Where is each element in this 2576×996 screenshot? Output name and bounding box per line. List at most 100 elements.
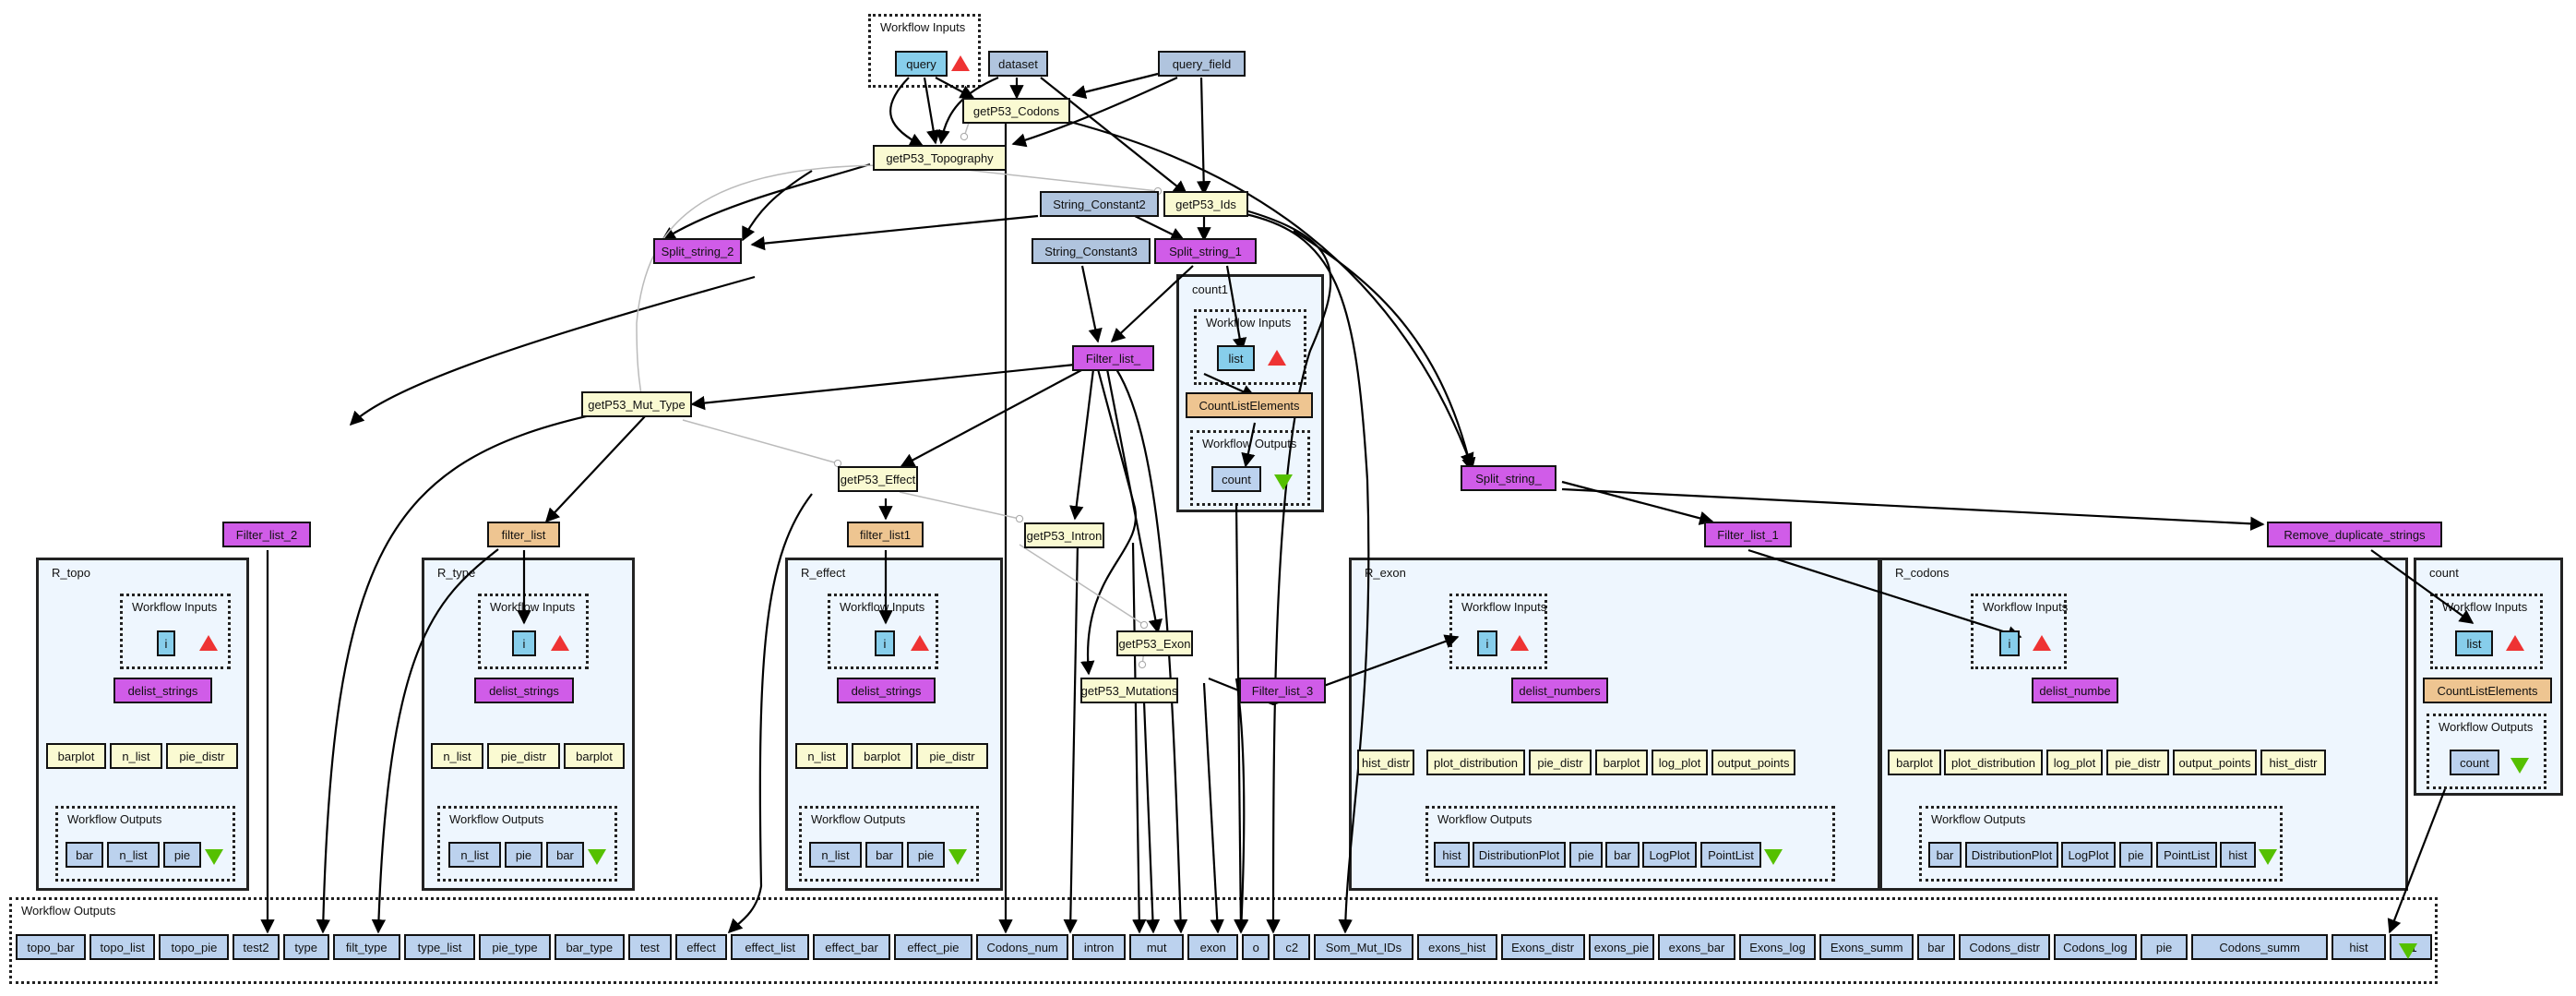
r-exon-proc[interactable]: pie_distr — [1529, 750, 1592, 775]
string-constant-3[interactable]: String_Constant3 — [1032, 238, 1151, 264]
string-constant-2[interactable]: String_Constant2 — [1040, 191, 1159, 217]
workflow-output-port[interactable]: effect — [674, 934, 728, 960]
workflow-output-port[interactable]: Codons_distr — [1959, 934, 2051, 960]
service-getp53-topography[interactable]: getP53_Topography — [873, 145, 1007, 171]
service-getp53-effect[interactable]: getP53_Effect — [838, 466, 918, 492]
workflow-output-port[interactable]: exons_bar — [1658, 934, 1735, 960]
r-exon-proc[interactable]: hist_distr — [1357, 750, 1414, 775]
workflow-output-port[interactable]: topo_list — [89, 934, 156, 960]
r-codons-proc[interactable]: pie_distr — [2106, 750, 2169, 775]
r-type-output[interactable]: pie — [505, 842, 543, 868]
workflow-output-port[interactable]: effect_pie — [893, 934, 972, 960]
workflow-output-port[interactable]: hist — [2331, 934, 2387, 960]
workflow-output-port[interactable]: test2 — [233, 934, 280, 960]
r-codons-output[interactable]: DistributionPlot — [1965, 842, 2058, 868]
r-exon-output[interactable]: bar — [1605, 842, 1640, 868]
r-effect-output[interactable]: n_list — [809, 842, 862, 868]
r-type-input-i[interactable]: i — [512, 630, 536, 656]
r-exon-output[interactable]: pie — [1569, 842, 1603, 868]
workflow-output-port[interactable]: type — [282, 934, 329, 960]
r-topo-proc[interactable]: barplot — [46, 743, 106, 769]
filter-list-2[interactable]: Filter_list_2 — [222, 522, 311, 547]
r-topo-delist-strings[interactable]: delist_strings — [113, 678, 212, 703]
r-effect-output[interactable]: bar — [865, 842, 903, 868]
workflow-output-port[interactable]: test — [627, 934, 672, 960]
split-string-1[interactable]: Split_string_1 — [1154, 238, 1257, 264]
workflow-output-port[interactable]: exons_hist — [1416, 934, 1497, 960]
r-exon-input-i[interactable]: i — [1477, 630, 1497, 656]
r-topo-output[interactable]: n_list — [107, 842, 160, 868]
r-type-proc[interactable]: barplot — [564, 743, 625, 769]
workflow-output-port[interactable]: Codons_log — [2054, 934, 2137, 960]
workflow-output-port[interactable]: pie_type — [479, 934, 551, 960]
service-getp53-codons[interactable]: getP53_Codons — [962, 98, 1070, 124]
r-type-delist-strings[interactable]: delist_strings — [474, 678, 574, 703]
r-codons-output[interactable]: PointList — [2156, 842, 2217, 868]
filter-list-3[interactable]: Filter_list_3 — [1239, 678, 1326, 703]
r-topo-output[interactable]: bar — [66, 842, 103, 868]
workflow-output-port[interactable]: pie — [2140, 934, 2188, 960]
r-type-proc[interactable]: n_list — [431, 743, 483, 769]
r-codons-proc[interactable]: output_points — [2173, 750, 2257, 775]
r-exon-proc[interactable]: output_points — [1711, 750, 1795, 775]
workflow-output-port[interactable]: exons_pie — [1588, 934, 1655, 960]
r-topo-proc[interactable]: pie_distr — [166, 743, 238, 769]
workflow-output-port[interactable]: exon — [1187, 934, 1239, 960]
r-codons-proc[interactable]: hist_distr — [2260, 750, 2326, 775]
r-topo-input-i[interactable]: i — [157, 630, 175, 656]
r-effect-output[interactable]: pie — [907, 842, 945, 868]
workflow-output-port[interactable]: bar_type — [554, 934, 625, 960]
workflow-output-port[interactable]: Codons_num — [975, 934, 1069, 960]
workflow-output-port[interactable]: Som_Mut_IDs — [1313, 934, 1413, 960]
r-type-output[interactable]: n_list — [448, 842, 501, 868]
input-dataset[interactable]: dataset — [988, 51, 1048, 77]
filter-list-1[interactable]: Filter_list_1 — [1704, 522, 1792, 547]
workflow-output-port[interactable]: topo_bar — [16, 934, 86, 960]
r-exon-proc[interactable]: log_plot — [1652, 750, 1708, 775]
workflow-output-port[interactable]: intron — [1072, 934, 1127, 960]
r-codons-delist-numbe[interactable]: delist_numbe — [2032, 678, 2118, 703]
workflow-output-port[interactable]: Exons_log — [1738, 934, 1817, 960]
count-count-list-elements[interactable]: CountListElements — [2423, 678, 2552, 703]
service-getp53-intron[interactable]: getP53_Intron — [1024, 522, 1104, 548]
split-string[interactable]: Split_string_ — [1461, 465, 1556, 491]
service-getp53-mut-type[interactable]: getP53_Mut_Type — [581, 391, 692, 417]
r-codons-output[interactable]: hist — [2220, 842, 2256, 868]
r-codons-proc[interactable]: log_plot — [2046, 750, 2103, 775]
workflow-output-port[interactable]: Codons_summ — [2191, 934, 2328, 960]
workflow-output-port[interactable]: filt_type — [332, 934, 400, 960]
r-exon-proc[interactable]: plot_distribution — [1426, 750, 1525, 775]
count-input-list[interactable]: list — [2455, 630, 2493, 656]
r-codons-output[interactable]: pie — [2119, 842, 2153, 868]
r-effect-proc[interactable]: pie_distr — [916, 743, 988, 769]
r-codons-proc[interactable]: plot_distribution — [1944, 750, 2043, 775]
r-exon-delist-numbers[interactable]: delist_numbers — [1511, 678, 1608, 703]
remove-duplicate-strings[interactable]: Remove_duplicate_strings — [2267, 522, 2442, 547]
filter-list-beanshell[interactable]: filter_list — [487, 522, 560, 547]
r-effect-proc[interactable]: barplot — [852, 743, 912, 769]
service-getp53-mutations[interactable]: getP53_Mutations — [1080, 678, 1178, 703]
r-effect-delist-strings[interactable]: delist_strings — [837, 678, 936, 703]
r-exon-output[interactable]: LogPlot — [1642, 842, 1697, 868]
r-exon-output[interactable]: PointList — [1700, 842, 1761, 868]
r-topo-proc[interactable]: n_list — [110, 743, 162, 769]
workflow-output-port[interactable]: effect_list — [731, 934, 810, 960]
r-exon-output[interactable]: hist — [1434, 842, 1470, 868]
workflow-output-port[interactable]: bar — [1917, 934, 1956, 960]
r-exon-output[interactable]: DistributionPlot — [1473, 842, 1566, 868]
count1-input-list[interactable]: list — [1217, 345, 1255, 371]
r-type-output[interactable]: bar — [546, 842, 584, 868]
split-string-2[interactable]: Split_string_2 — [653, 238, 742, 264]
count-output-count[interactable]: count — [2450, 750, 2499, 775]
r-exon-proc[interactable]: barplot — [1595, 750, 1648, 775]
count1-output-count[interactable]: count — [1211, 466, 1261, 492]
workflow-output-port[interactable]: Exons_distr — [1500, 934, 1585, 960]
r-codons-output[interactable]: LogPlot — [2061, 842, 2116, 868]
workflow-output-port[interactable]: mut — [1129, 934, 1185, 960]
workflow-output-port[interactable]: Exons_summ — [1819, 934, 1914, 960]
input-query-field[interactable]: query_field — [1158, 51, 1246, 77]
filter-list1-beanshell[interactable]: filter_list1 — [847, 522, 924, 547]
r-type-proc[interactable]: pie_distr — [487, 743, 560, 769]
r-codons-input-i[interactable]: i — [1999, 630, 2020, 656]
r-codons-proc[interactable]: barplot — [1888, 750, 1941, 775]
